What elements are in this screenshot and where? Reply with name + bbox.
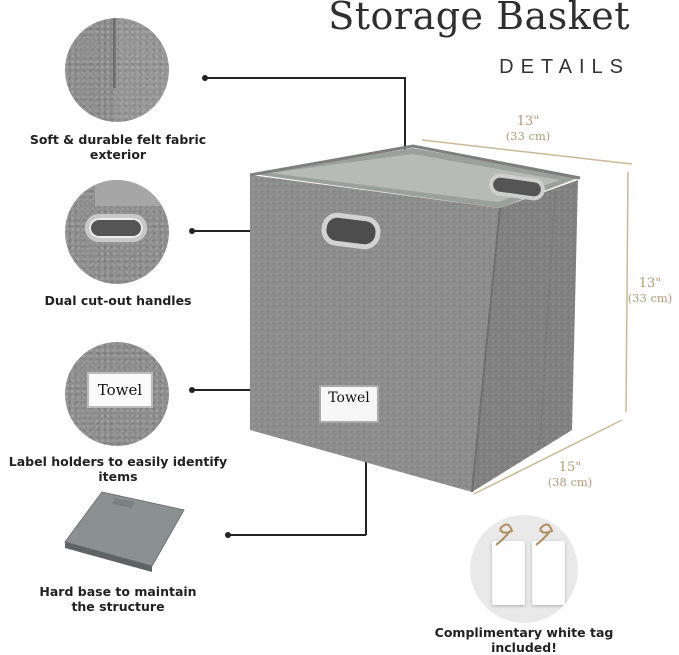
storage-basket-image: [249, 144, 581, 493]
feature-caption-labels: Label holders to easily identify items: [8, 454, 228, 484]
feature-caption-felt: Soft & durable felt fabric exterior: [29, 132, 207, 162]
label-holder-image: Towel: [65, 342, 169, 446]
basket-label-text: Towel: [328, 390, 370, 406]
felt-fabric-image: [65, 18, 169, 122]
base-board-image: [64, 491, 185, 572]
height-dimension: 13" (33 cm): [627, 276, 673, 305]
width-dimension: 13" (33 cm): [505, 114, 551, 143]
handle-icon: [85, 214, 147, 242]
page-title: Storage Basket: [328, 0, 630, 38]
twine-icon: [495, 523, 554, 546]
tag-card: [492, 541, 525, 605]
feature-caption-base: Hard base to maintain the structure: [39, 584, 197, 614]
feature-caption-handles: Dual cut-out handles: [44, 293, 192, 308]
tag-card: [532, 541, 565, 605]
dimension-lines: [421, 139, 633, 495]
label-card: Towel: [87, 372, 153, 408]
label-text: Towel: [97, 381, 143, 399]
pointer-line: [228, 534, 366, 536]
page-subtitle: DETAILS: [499, 56, 630, 78]
pointer-line: [365, 460, 367, 535]
depth-dimension: 15" (38 cm): [547, 460, 593, 489]
handle-image: [65, 180, 169, 284]
tag-caption: Complimentary white tag included!: [434, 625, 614, 655]
pointer-line: [404, 77, 406, 157]
pointer-line: [205, 77, 405, 79]
white-tag-image: [470, 515, 578, 623]
